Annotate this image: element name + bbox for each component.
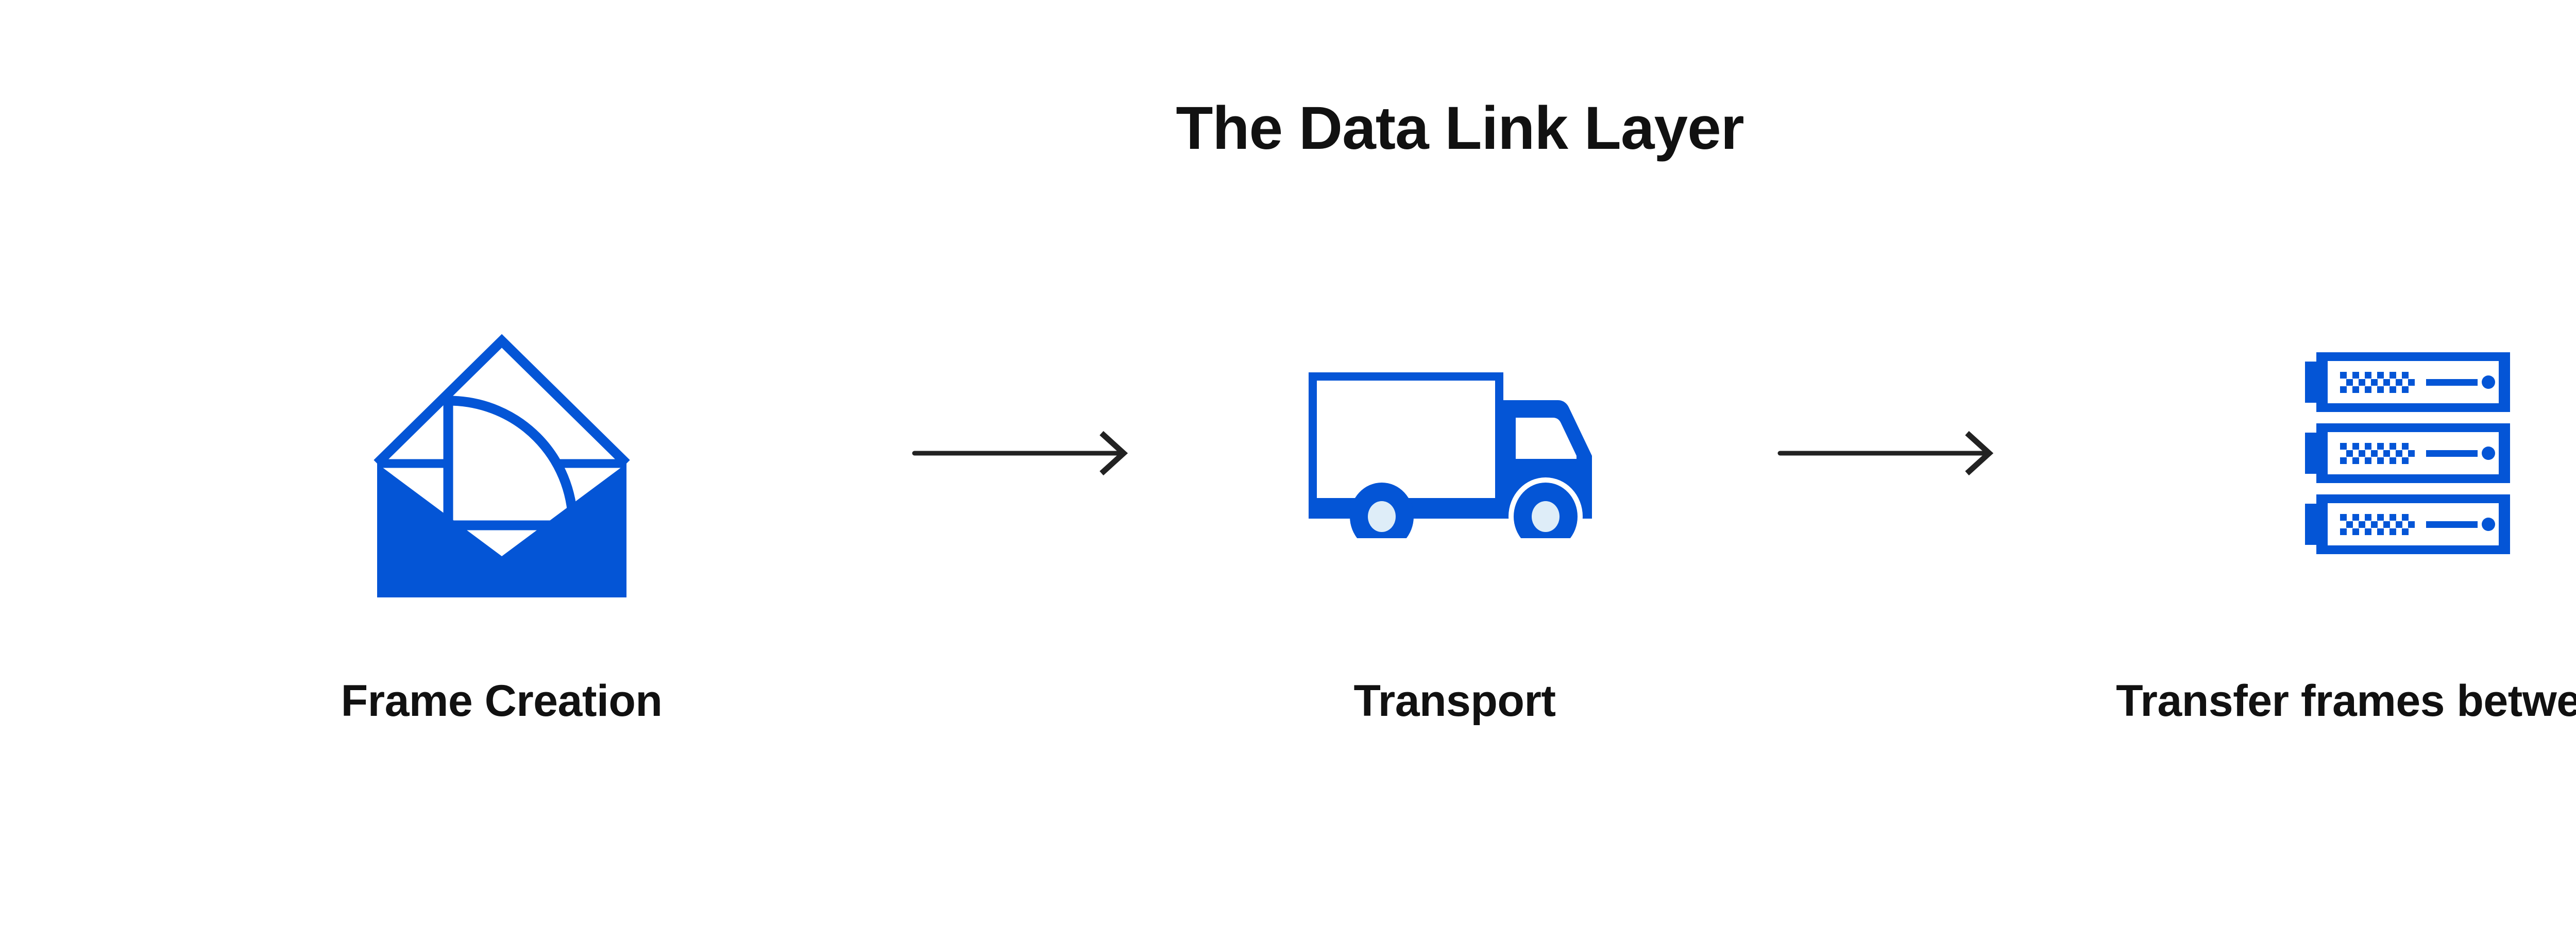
step-label-transport: Transport [1353,676,1556,726]
server-rack-icon [2304,299,2521,608]
flow-step-transfer-frames[interactable] [2068,299,2576,608]
flow-step-frame-creation[interactable] [162,299,842,608]
page-title: The Data Link Layer [1176,94,1744,162]
label-cell-frame-creation: Frame Creation [162,679,842,723]
label-cell-transport: Transport [1202,679,1707,723]
process-flow-row [0,288,2576,618]
process-labels-row: Frame Creation Transport Transfer frames… [0,679,2576,751]
delivery-truck-icon [1306,299,1604,608]
step-label-frame-creation: Frame Creation [341,676,663,726]
right-arrow-icon [912,431,1128,476]
step-label-transfer-frames: Transfer frames between net [2116,676,2576,726]
right-arrow-icon [1777,431,1993,476]
label-cell-transfer: Transfer frames between net [2068,679,2576,723]
connector-arrow-1 [842,299,1202,608]
open-envelope-icon [373,299,631,608]
flow-step-transport[interactable] [1202,299,1707,608]
connector-arrow-2 [1707,299,2068,608]
